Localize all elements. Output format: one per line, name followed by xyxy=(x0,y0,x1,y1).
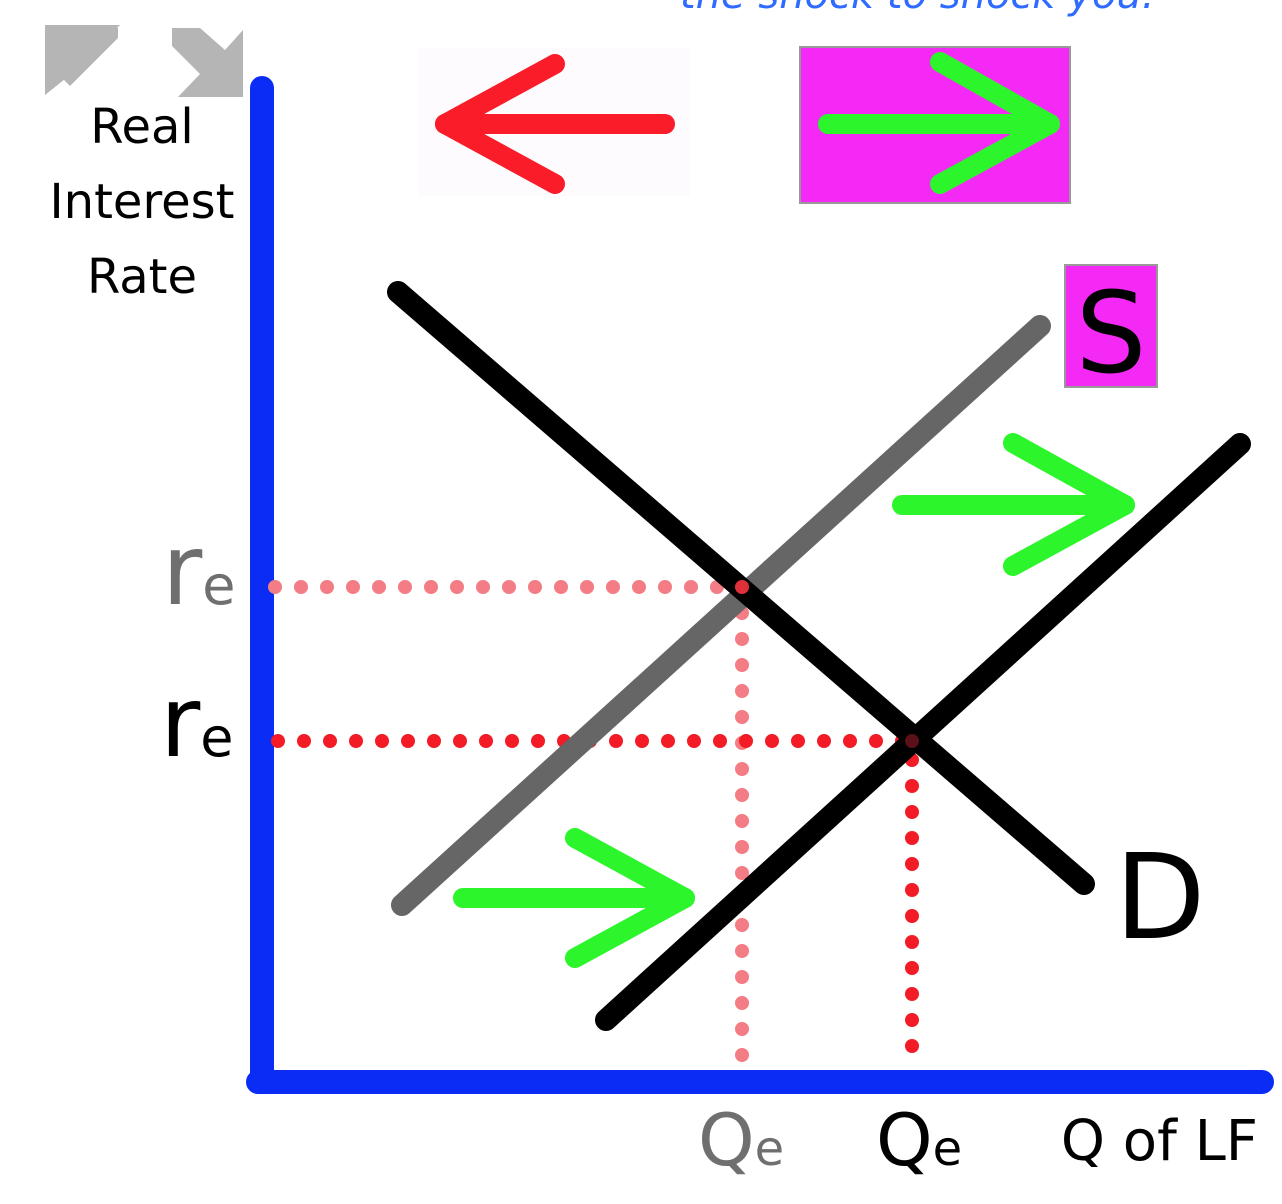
shift-left-control[interactable] xyxy=(418,48,690,196)
shift-right-control[interactable] xyxy=(799,46,1071,204)
collapse-icon[interactable] xyxy=(45,25,120,95)
upper-shift-arrow-icon xyxy=(892,433,1135,576)
y-axis-label-line-3: Rate xyxy=(87,249,197,305)
x-axis-label: Q of LF xyxy=(1061,1109,1258,1174)
supply-label-badge: S xyxy=(1064,264,1158,399)
new-quantity-label: Qe xyxy=(876,1098,962,1182)
y-axis-label-line-1: Real xyxy=(90,99,193,155)
lower-shift-arrow-icon xyxy=(453,828,695,968)
new-rate-label: re xyxy=(160,666,234,780)
expand-icon[interactable] xyxy=(172,28,243,97)
supply-label: S xyxy=(1075,269,1146,399)
left-arrow-icon xyxy=(435,54,675,194)
y-axis-label-line-2: Interest xyxy=(50,174,235,230)
right-arrow-icon xyxy=(818,52,1060,194)
top-caption: the shock to shock you. xyxy=(680,0,1155,18)
old-supply-curve xyxy=(391,315,1051,916)
new-supply-curve xyxy=(595,433,1251,1031)
demand-label: D xyxy=(1115,828,1206,966)
old-rate-label: re xyxy=(162,514,236,628)
old-quantity-label: Qe xyxy=(698,1098,784,1182)
old-equilibrium-point xyxy=(735,580,749,594)
new-equilibrium-point xyxy=(905,734,919,748)
